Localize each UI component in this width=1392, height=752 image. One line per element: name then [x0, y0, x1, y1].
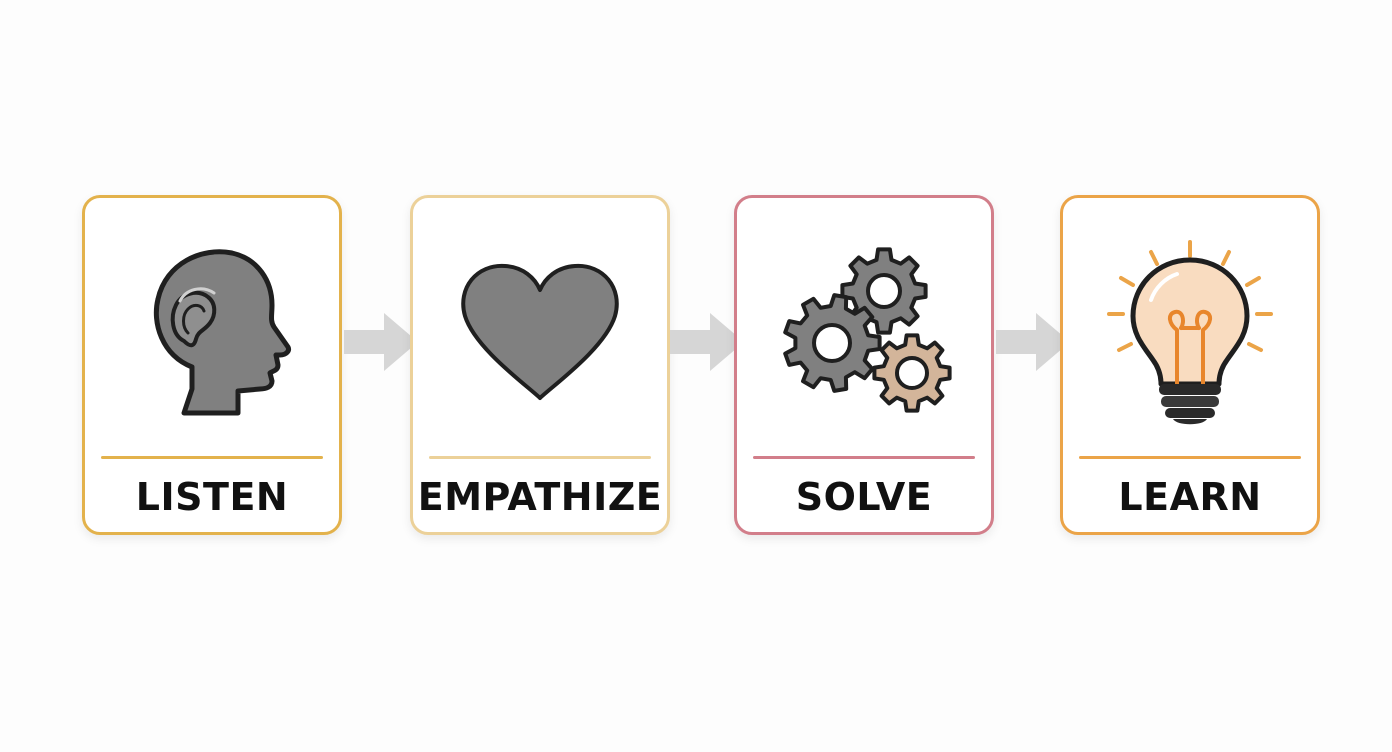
card-divider — [429, 456, 651, 459]
head-ear-icon — [85, 218, 339, 448]
gear-left-icon — [783, 293, 882, 393]
step-label-learn: LEARN — [1118, 475, 1262, 519]
step-label-empathize: EMPATHIZE — [417, 475, 663, 519]
step-label-solve: SOLVE — [795, 475, 933, 519]
arrow-right-icon — [996, 313, 1070, 371]
gears-icon — [737, 218, 991, 448]
step-card-empathize: EMPATHIZE — [410, 195, 670, 535]
step-label-listen: LISTEN — [135, 475, 289, 519]
step-card-solve: SOLVE — [734, 195, 994, 535]
card-divider — [101, 456, 323, 459]
lightbulb-icon — [1063, 218, 1317, 448]
gear-accent-icon — [872, 333, 952, 413]
step-card-listen: LISTEN — [82, 195, 342, 535]
heart-icon — [413, 218, 667, 448]
card-divider — [753, 456, 975, 459]
card-divider — [1079, 456, 1301, 459]
step-card-learn: LEARN — [1060, 195, 1320, 535]
arrow-right-icon — [344, 313, 418, 371]
arrow-right-icon — [670, 313, 744, 371]
